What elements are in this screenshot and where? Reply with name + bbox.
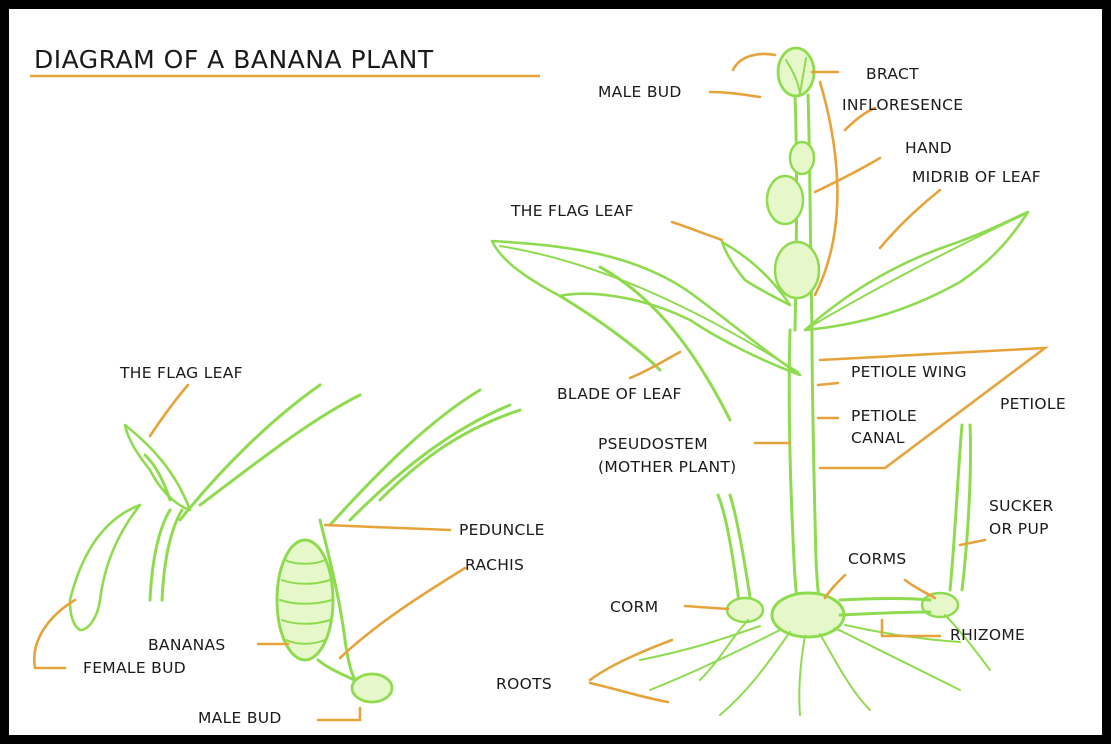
male-bud-bottom [352, 674, 392, 702]
hand-cluster-1 [767, 176, 803, 224]
corm-base [772, 593, 844, 637]
label-male-bud-top: MALE BUD [598, 83, 682, 101]
leader-flag-leaf-left [150, 385, 188, 436]
label-petiole-wing: PETIOLE WING [851, 363, 967, 381]
label-flag-leaf-left: THE FLAG LEAF [119, 364, 243, 382]
label-infloresence: INFLORESENCE [842, 96, 963, 114]
petiole-sheath [950, 425, 971, 590]
left-leaf-blade [492, 241, 800, 375]
label-pseudostem-1: PSEUDOSTEM [598, 435, 708, 453]
leader-hand [815, 158, 880, 192]
left-plant-stalk [150, 510, 182, 600]
leader-peduncle [325, 525, 450, 530]
label-corm: CORM [610, 598, 658, 616]
leader-corm [685, 606, 728, 609]
leader-corms [825, 575, 935, 598]
leader-blade [630, 352, 680, 378]
male-bud-top [778, 48, 814, 96]
right-leaf-vein [808, 214, 1025, 328]
label-corms: CORMS [848, 550, 907, 568]
label-male-bud-bottom: MALE BUD [198, 709, 282, 727]
label-bract: BRACT [866, 65, 919, 83]
title-block: DIAGRAM OF A BANANA PLANT [30, 45, 540, 76]
leader-lines [34, 54, 1045, 720]
rhizome [840, 599, 930, 616]
label-sucker-1: SUCKER [989, 497, 1054, 515]
label-hand: HAND [905, 139, 952, 157]
hand-cluster-3 [790, 142, 814, 174]
label-bananas: BANANAS [148, 636, 226, 654]
bunch-leaves [330, 390, 520, 525]
leader-flag-leaf-main [672, 222, 722, 240]
label-petiole: PETIOLE [1000, 395, 1066, 413]
sucker-left [718, 495, 752, 610]
label-sucker-2: OR PUP [989, 520, 1049, 538]
label-blade-of-leaf: BLADE OF LEAF [557, 385, 682, 403]
leader-female-bud [34, 600, 75, 668]
label-petiole-canal-2: CANAL [851, 429, 905, 447]
leader-sucker [960, 540, 985, 545]
leader-roots [590, 640, 672, 702]
fruit-bunch-plant [277, 390, 520, 702]
left-plant-leaves [145, 385, 360, 520]
corm-left [727, 598, 763, 622]
label-petiole-canal-1: PETIOLE [851, 407, 917, 425]
leader-rachis [340, 568, 465, 658]
leader-midrib [880, 190, 940, 248]
leader-petiole-wing [818, 383, 838, 385]
label-flag-leaf-main: THE FLAG LEAF [510, 202, 634, 220]
female-bud [70, 505, 140, 630]
label-female-bud: FEMALE BUD [83, 659, 186, 677]
leader-male-bud-bottom [318, 708, 360, 720]
hand-cluster-2 [775, 242, 819, 298]
label-peduncle: PEDUNCLE [459, 521, 545, 539]
diagram-title: DIAGRAM OF A BANANA PLANT [34, 45, 434, 74]
label-roots: ROOTS [496, 675, 552, 693]
label-rhizome: RHIZOME [950, 626, 1025, 644]
label-pseudostem-2: (MOTHER PLANT) [598, 458, 737, 476]
bananas-bunch [277, 540, 333, 660]
label-rachis: RACHIS [465, 556, 524, 574]
label-midrib-of-leaf: MIDRIB OF LEAF [912, 168, 1041, 186]
leader-male-bud-top [710, 54, 775, 97]
flag-leaf-left [125, 425, 190, 510]
labels: MALE BUD BRACT INFLORESENCE HAND MIDRIB … [83, 65, 1066, 727]
